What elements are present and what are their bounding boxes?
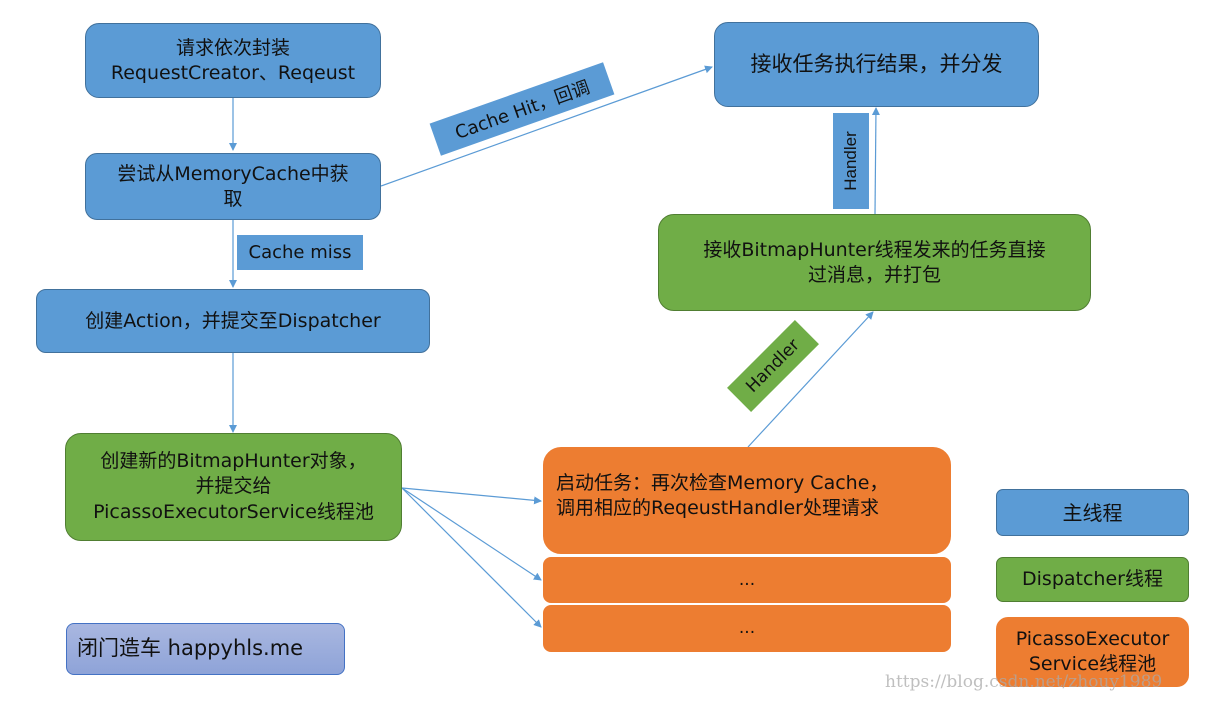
node-create-hunter-line2: 并提交给 [195,475,272,498]
label-handler-vertical: Handler [833,113,869,209]
legend-dispatcher-thread-text: Dispatcher线程 [1022,568,1163,591]
legend-main-thread: 主线程 [996,489,1189,536]
node-start-task: 启动任务：再次检查Memory Cache， 调用相应的ReqeustHandl… [543,447,951,554]
arrow-hunter-to-more2 [401,487,542,628]
arrow-package-to-result [871,107,880,215]
label-cache-miss-text: Cache miss [248,242,352,263]
arrow-hunter-to-task [401,487,542,505]
node-package-msg-line2: 过消息，并打包 [807,263,941,286]
node-memory-cache-line1: 尝试从MemoryCache中获 [117,162,349,185]
node-request-wrap-line2: RequestCreator、Reqeust [110,61,356,84]
node-create-hunter-line3: PicassoExecutorService线程池 [93,500,374,523]
legend-dispatcher-thread: Dispatcher线程 [996,557,1189,602]
label-cache-miss: Cache miss [237,235,363,270]
node-create-action: 创建Action，并提交至Dispatcher [36,289,430,353]
node-create-hunter-line1: 创建新的BitmapHunter对象， [100,449,367,472]
arrow-task-to-package [747,311,874,448]
node-request-wrap: 请求依次封装 RequestCreator、Reqeust [85,23,381,98]
node-start-task-line2: 调用相应的ReqeustHandler处理请求 [556,496,879,519]
legend-executor-pool: PicassoExecutor Service线程池 [996,617,1189,687]
arrow-cache-hit [380,65,713,187]
node-task-more-1: ... [543,557,951,603]
watermark: https://blog.csdn.net/zhouy1989 [885,672,1163,692]
node-request-wrap-line1: 请求依次封装 [175,36,290,59]
legend-main-thread-text: 主线程 [1062,500,1123,525]
node-dispatch-result-text: 接收任务执行结果，并分发 [750,51,1003,76]
node-package-msg: 接收BitmapHunter线程发来的任务直接 过消息，并打包 [658,214,1091,311]
node-memory-cache: 尝试从MemoryCache中获 取 [85,153,381,220]
node-create-action-text: 创建Action，并提交至Dispatcher [85,309,381,332]
node-task-more-2: ... [543,605,951,652]
legend-executor-pool-line1: PicassoExecutor [1015,628,1170,651]
label-handler-vertical-text: Handler [841,131,861,191]
node-dispatch-result: 接收任务执行结果，并分发 [714,22,1039,107]
arrow-hunter-to-more1 [401,487,542,581]
node-task-more-1-text: ... [738,569,756,590]
node-package-msg-line1: 接收BitmapHunter线程发来的任务直接 [703,238,1046,261]
credit-badge: 闭门造车 happyhls.me [66,623,345,675]
node-memory-cache-line2: 取 [223,187,243,210]
legend-executor-pool-line2: Service线程池 [1028,653,1157,675]
node-create-hunter: 创建新的BitmapHunter对象， 并提交给 PicassoExecutor… [65,433,402,541]
node-task-more-2-text: ... [738,618,756,639]
credit-text: 闭门造车 happyhls.me [77,636,304,661]
node-start-task-line1: 启动任务：再次检查Memory Cache， [556,471,889,494]
